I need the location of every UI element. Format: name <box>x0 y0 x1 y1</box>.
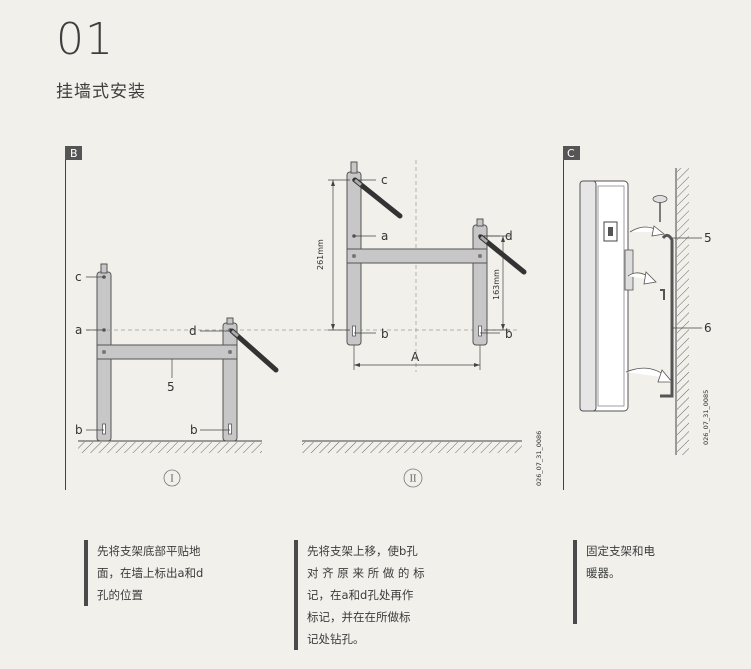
label-b: b <box>505 327 513 341</box>
instruction-note-3: 固定支架和电 暖器。 <box>573 540 655 624</box>
note-line: 记处钻孔。 <box>307 632 365 646</box>
label-d: d <box>505 229 513 243</box>
marker-pen <box>478 234 527 275</box>
label-a: a <box>75 323 82 337</box>
figure-2: 261mm 163mm A <box>302 160 543 488</box>
note-line: 先将支架底部平贴地 <box>97 544 201 558</box>
screw-icon <box>652 195 668 222</box>
figure-2-roman: II <box>409 475 417 485</box>
instruction-note-2: 先将支架上移，使b孔 对 齐 原 来 所 做 的 标 记，在a和d孔处再作 标记… <box>294 540 425 650</box>
label-d: d <box>189 324 197 338</box>
note-line: 固定支架和电 <box>586 544 655 558</box>
note-line: 暖器。 <box>586 566 621 580</box>
note-line: 记，在a和d孔处再作 <box>307 588 414 602</box>
note-line: 标记，并在在所做标 <box>307 610 411 624</box>
label-5: 5 <box>167 380 175 394</box>
panel-b-letter: B <box>70 147 78 160</box>
note-line: 对 齐 原 来 所 做 的 标 <box>307 566 425 580</box>
figure-code: 026_07_31_0086 <box>535 431 543 486</box>
label-6: 6 <box>704 321 712 335</box>
heater <box>579 180 634 412</box>
note-line: 面，在墙上标出a和d <box>97 566 204 580</box>
figure-code: 026_07_31_0085 <box>702 390 710 445</box>
figure-1-roman: I <box>170 475 174 485</box>
panel-c-letter: C <box>567 147 575 160</box>
note-line: 先将支架上移，使b孔 <box>307 544 418 558</box>
panel-c: C 5 <box>563 146 712 490</box>
panel-b-badge <box>65 146 82 160</box>
label-5: 5 <box>704 231 712 245</box>
label-a: a <box>381 229 388 243</box>
label-b: b <box>381 327 389 341</box>
marker-pen <box>229 328 279 373</box>
label-A: A <box>411 350 420 364</box>
wall <box>677 168 689 455</box>
label-c: c <box>75 270 82 284</box>
dimension-right: 163mm <box>492 269 501 300</box>
panel-c-badge <box>563 146 580 160</box>
step-number: 01 <box>56 14 114 65</box>
panel-b: B <box>65 146 543 490</box>
instruction-note-1: 先将支架底部平贴地 面，在墙上标出a和d 孔的位置 <box>84 540 203 606</box>
marker-pen <box>352 177 403 219</box>
label-b: b <box>190 423 198 437</box>
note-line: 孔的位置 <box>97 588 143 602</box>
figure-1: c a d 5 b b I <box>75 263 520 487</box>
step-title: 挂墙式安装 <box>56 82 146 102</box>
label-c: c <box>381 173 388 187</box>
dimension-left: 261mm <box>316 239 325 270</box>
label-b: b <box>75 423 83 437</box>
